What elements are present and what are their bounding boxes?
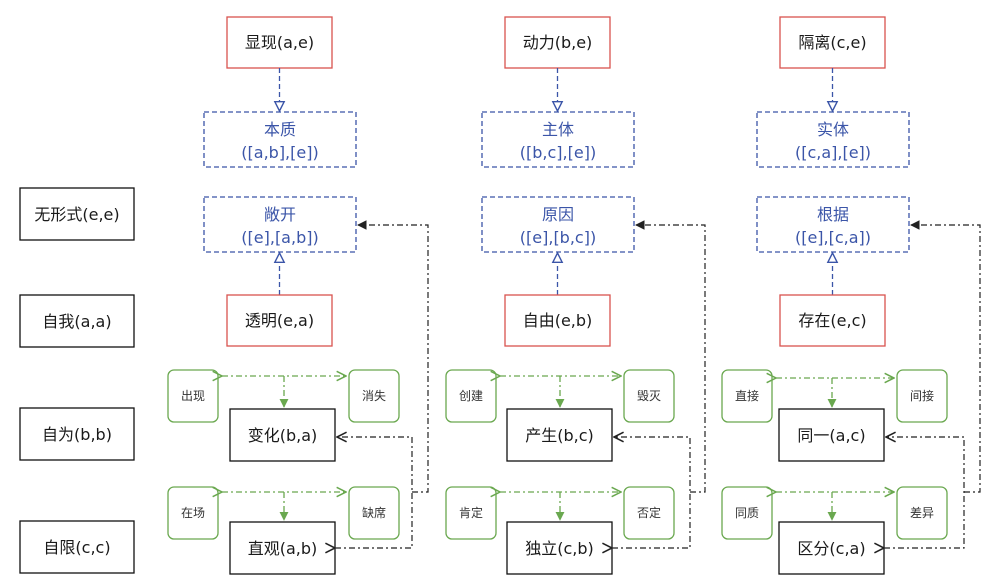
col1-appear-node: 出现: [167, 369, 219, 423]
svg-text:出现: 出现: [181, 389, 205, 403]
svg-text:区分(c,a): 区分(c,a): [797, 539, 865, 558]
svg-text:根据: 根据: [817, 205, 849, 224]
svg-text:存在(e,c): 存在(e,c): [798, 311, 866, 330]
svg-text:创建: 创建: [459, 389, 483, 403]
col1-disappear-node: 消失: [348, 369, 400, 423]
col1-absent-node: 缺席: [348, 486, 400, 540]
svg-text:本质: 本质: [264, 120, 296, 139]
col3-identity-node: 同一(a,c): [778, 408, 885, 462]
col2-independent-produce-link: [612, 437, 691, 548]
svg-text:自由(e,b): 自由(e,b): [523, 311, 593, 330]
col2-feedback-to-cause: [635, 220, 706, 493]
svg-text:动力(b,e): 动力(b,e): [523, 33, 593, 52]
col3-indirect-node: 间接: [896, 369, 948, 423]
col1-change-node: 变化(b,a): [229, 408, 336, 462]
svg-text:肯定: 肯定: [459, 505, 483, 520]
col2-negate-node: 否定: [623, 486, 675, 540]
col1-feedback-to-open: [357, 220, 429, 493]
svg-text:差异: 差异: [910, 506, 934, 520]
svg-text:原因: 原因: [542, 205, 574, 224]
svg-text:透明(e,a): 透明(e,a): [245, 311, 314, 330]
col2-top-node: 动力(b,e): [504, 16, 611, 69]
svg-text:变化(b,a): 变化(b,a): [248, 426, 318, 445]
col1-intuit-node: 直观(a,b): [229, 521, 336, 575]
svg-text:独立(c,b): 独立(c,b): [525, 539, 594, 558]
row-label-zixian: 自限(c,c): [19, 520, 135, 574]
col2-subject-node: 主体 ([b,c],[e]): [481, 111, 635, 168]
svg-text:同一(a,c): 同一(a,c): [797, 426, 865, 445]
col2-affirm-node: 肯定: [445, 486, 497, 540]
row-label-ziwo: 自我(a,a): [19, 294, 135, 348]
col1-open-node: 敞开 ([e],[a,b]): [203, 196, 357, 253]
svg-text:([e],[b,c]): ([e],[b,c]): [520, 228, 596, 247]
svg-text:缺席: 缺席: [362, 505, 386, 520]
svg-text:([b,c],[e]): ([b,c],[e]): [520, 143, 596, 162]
col3-ground-node: 根据 ([e],[c,a]): [756, 196, 910, 253]
svg-text:消失: 消失: [362, 388, 386, 403]
col1-essence-node: 本质 ([a,b],[e]): [203, 111, 357, 168]
svg-text:([e],[a,b]): ([e],[a,b]): [241, 228, 318, 247]
col1-intuit-change-link: [335, 437, 413, 548]
col3-entity-node: 实体 ([c,a],[e]): [756, 111, 910, 168]
col1-transparent-node: 透明(e,a): [226, 294, 333, 347]
svg-text:间接: 间接: [910, 388, 934, 403]
svg-text:在场: 在场: [181, 506, 205, 520]
svg-text:毁灭: 毁灭: [637, 388, 661, 403]
svg-text:([e],[c,a]): ([e],[c,a]): [795, 228, 871, 247]
svg-text:自我(a,a): 自我(a,a): [42, 312, 111, 331]
col2-freedom-node: 自由(e,b): [504, 294, 611, 347]
svg-text:([c,a],[e]): ([c,a],[e]): [795, 143, 871, 162]
col3-direct-node: 直接: [721, 369, 773, 423]
svg-text:直接: 直接: [735, 388, 759, 403]
svg-text:产生(b,c): 产生(b,c): [525, 426, 594, 445]
col2-independent-node: 独立(c,b): [506, 521, 613, 575]
svg-text:([a,b],[e]): ([a,b],[e]): [241, 143, 318, 162]
col3-feedback-to-ground: [910, 220, 981, 493]
svg-text:敞开: 敞开: [264, 205, 296, 224]
svg-text:隔离(c,e): 隔离(c,e): [798, 33, 866, 52]
col1-present-node: 在场: [167, 486, 219, 540]
svg-text:无形式(e,e): 无形式(e,e): [34, 205, 119, 224]
col3-top-node: 隔离(c,e): [779, 16, 886, 69]
col2-create-node: 创建: [445, 369, 497, 423]
col2-destroy-node: 毁灭: [623, 369, 675, 423]
svg-text:实体: 实体: [817, 120, 849, 139]
col3-exist-node: 存在(e,c): [779, 294, 886, 347]
svg-text:主体: 主体: [542, 120, 574, 139]
row-label-wuxingshi: 无形式(e,e): [19, 187, 135, 241]
row-label-ziwei: 自为(b,b): [19, 407, 135, 461]
col1-top-node: 显现(a,e): [226, 16, 333, 69]
svg-text:直观(a,b): 直观(a,b): [248, 539, 318, 558]
col2-produce-node: 产生(b,c): [506, 408, 613, 462]
svg-text:同质: 同质: [735, 506, 759, 520]
svg-text:自为(b,b): 自为(b,b): [42, 425, 112, 444]
col3-difference-node: 差异: [896, 486, 948, 540]
col3-distinguish-node: 区分(c,a): [778, 521, 885, 575]
svg-text:自限(c,c): 自限(c,c): [43, 538, 110, 557]
col2-cause-node: 原因 ([e],[b,c]): [481, 196, 635, 253]
svg-text:显现(a,e): 显现(a,e): [245, 33, 314, 52]
col3-homogeneous-node: 同质: [721, 486, 773, 540]
svg-text:否定: 否定: [637, 505, 661, 520]
